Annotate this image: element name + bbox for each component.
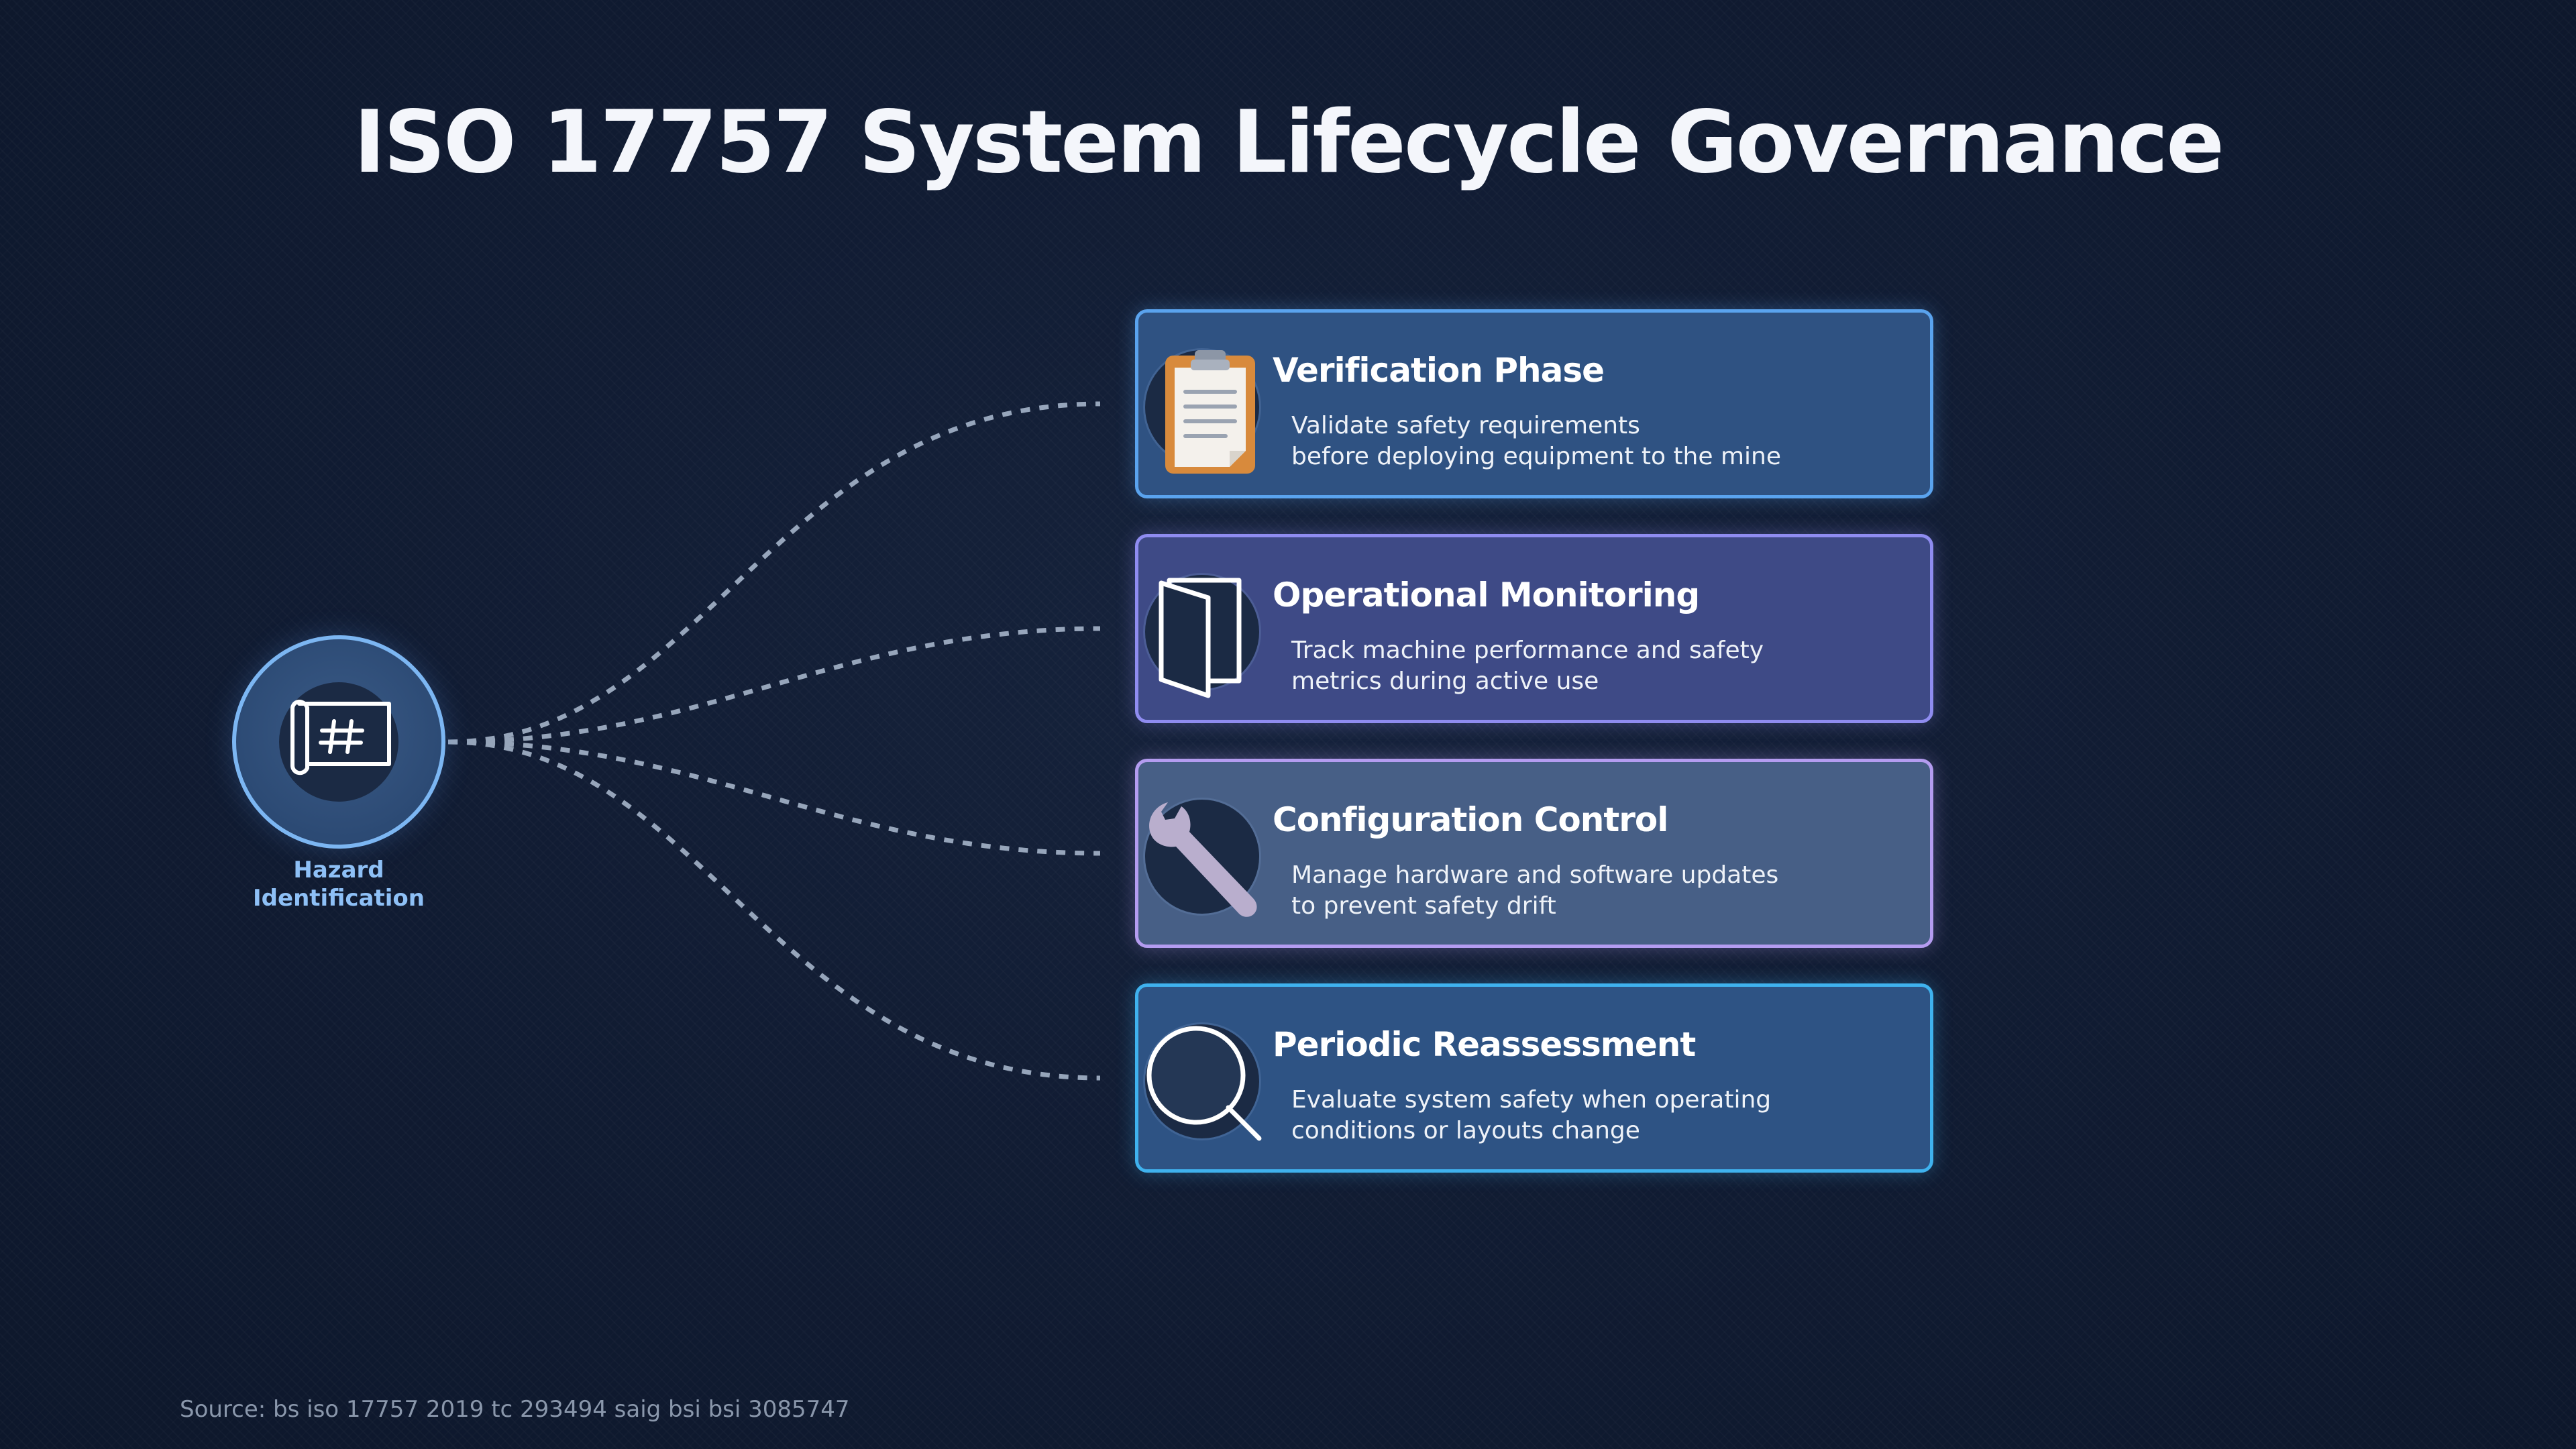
card-icon-wrap — [1145, 575, 1259, 698]
connector-verification — [447, 401, 1101, 745]
card-title: Operational Monitoring — [1273, 576, 1700, 614]
phase-card-verification[interactable]: Verification Phase Validate safety requi… — [1135, 309, 1933, 498]
card-title: Verification Phase — [1273, 351, 1605, 390]
phase-card-configuration-control[interactable]: Configuration Control Manage hardware an… — [1135, 759, 1933, 948]
card-icon-wrap — [1145, 1024, 1262, 1141]
card-description-line1: Track machine performance and safety — [1291, 637, 1764, 664]
card-description: Evaluate system safety when operating co… — [1291, 1085, 1771, 1146]
card-description: Track machine performance and safety met… — [1291, 635, 1764, 697]
card-description-line2: conditions or layouts change — [1291, 1117, 1640, 1144]
hub-label: Hazard Identification — [205, 856, 472, 912]
card-description-line2: before deploying equipment to the mine — [1291, 443, 1782, 470]
card-description-line1: Manage hardware and software updates — [1291, 861, 1779, 889]
open-door-icon — [1159, 578, 1242, 698]
card-icon-wrap — [1145, 350, 1259, 474]
card-icon-wrap — [1145, 800, 1259, 917]
connector-reassessment — [447, 739, 1101, 1081]
card-title: Periodic Reassessment — [1273, 1025, 1696, 1064]
card-description-line2: to prevent safety drift — [1291, 892, 1556, 920]
wrench-icon — [1149, 802, 1257, 917]
card-description-line1: Validate safety requirements — [1291, 412, 1640, 439]
card-description: Validate safety requirements before depl… — [1291, 411, 1781, 472]
hub-label-line2: Identification — [253, 885, 425, 912]
source-caption: Source: bs iso 17757 2019 tc 293494 saig… — [180, 1396, 850, 1423]
magnifier-icon — [1146, 1026, 1262, 1141]
blueprint-grid-icon — [290, 700, 391, 775]
clipboard-icon — [1165, 350, 1255, 474]
hub-label-line1: Hazard — [293, 857, 384, 883]
page-title: ISO 17757 System Lifecycle Governance — [354, 93, 2224, 193]
card-title: Configuration Control — [1273, 800, 1668, 839]
card-description-line2: metrics during active use — [1291, 667, 1599, 695]
hub-icon-disc — [279, 682, 398, 802]
card-description-line1: Evaluate system safety when operating — [1291, 1086, 1772, 1114]
card-description: Manage hardware and software updates to … — [1291, 860, 1778, 922]
phase-card-periodic-reassessment[interactable]: Periodic Reassessment Evaluate system sa… — [1135, 983, 1933, 1173]
hazard-identification-hub — [232, 635, 445, 849]
phase-card-operational-monitoring[interactable]: Operational Monitoring Track machine per… — [1135, 534, 1933, 723]
